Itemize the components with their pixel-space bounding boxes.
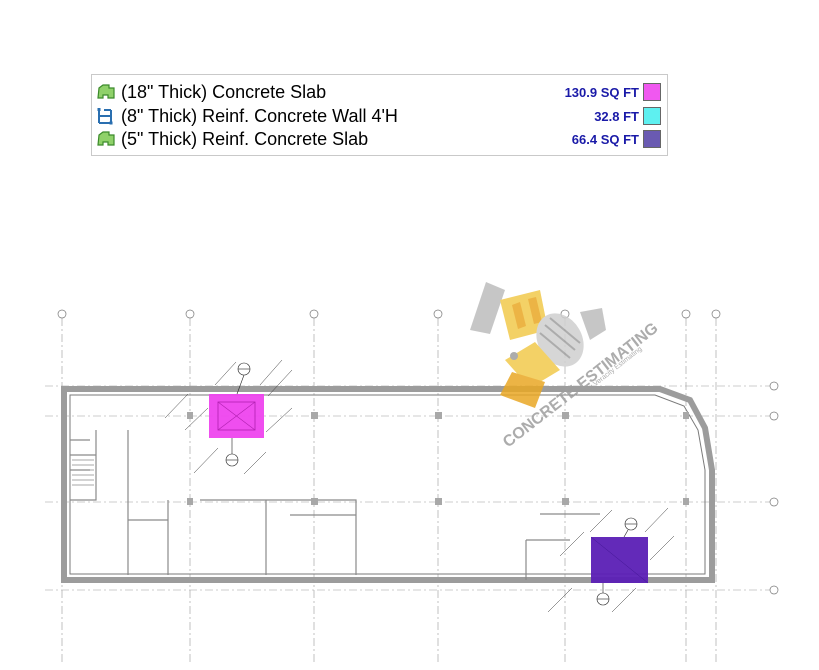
- legend-item-18in-slab[interactable]: (18" Thick) Concrete Slab 130.9 SQ FT: [92, 81, 667, 103]
- stairs: [72, 459, 94, 486]
- concrete-estimating-watermark: CONCRETE ESTIMATING by Veracity Estimati…: [470, 282, 662, 451]
- wall-icon: [97, 108, 113, 125]
- legend-item-8in-wall[interactable]: (8" Thick) Reinf. Concrete Wall 4'H 32.8…: [92, 105, 667, 127]
- mixer-icon: [470, 282, 606, 408]
- interior-partitions: [70, 430, 600, 580]
- plan-annotations: [118, 402, 119, 406]
- slab-icon: [97, 84, 115, 99]
- legend-color-swatch: [643, 130, 661, 148]
- grid-bubbles: [57, 309, 779, 595]
- legend-color-swatch: [643, 107, 661, 125]
- legend-label: (5" Thick) Reinf. Concrete Slab: [121, 128, 369, 149]
- rebar-notes: [164, 359, 675, 613]
- legend-quantity: 32.8 FT: [594, 108, 639, 124]
- legend-quantity: 130.9 SQ FT: [564, 84, 639, 100]
- columns: [187, 412, 689, 505]
- legend-color-swatch: [643, 83, 661, 101]
- legend-label: (18" Thick) Concrete Slab: [121, 81, 327, 102]
- highlight-5in-slab[interactable]: [590, 536, 649, 584]
- takeoff-legend: (18" Thick) Concrete Slab 130.9 SQ FT (8…: [91, 74, 668, 156]
- legend-item-5in-slab[interactable]: (5" Thick) Reinf. Concrete Slab 66.4 SQ …: [92, 128, 667, 150]
- section-callouts: [225, 362, 638, 606]
- gridlines: [45, 318, 770, 665]
- legend-quantity: 66.4 SQ FT: [571, 131, 639, 147]
- slab-icon: [97, 131, 115, 146]
- highlight-18in-slab[interactable]: [209, 394, 264, 438]
- building-walls: [61, 386, 715, 583]
- legend-label: (8" Thick) Reinf. Concrete Wall 4'H: [121, 105, 398, 126]
